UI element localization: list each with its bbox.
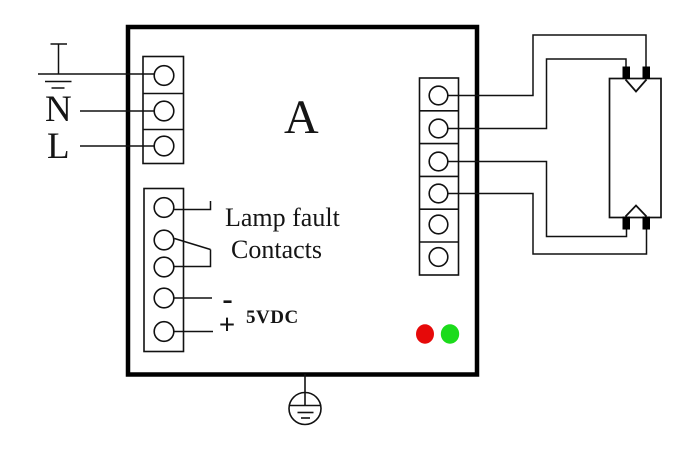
line-label: L bbox=[47, 126, 70, 167]
lamp-wire-2 bbox=[447, 58, 627, 130]
terminal-screw bbox=[153, 100, 175, 122]
terminal-screw bbox=[428, 151, 449, 172]
terminal-screw bbox=[153, 229, 175, 251]
terminal-screw bbox=[153, 287, 175, 309]
lamp-wire-3 bbox=[447, 160, 628, 238]
relay-contact-icon bbox=[174, 201, 212, 268]
mains-terminal-block bbox=[142, 55, 185, 165]
lamp-pin bbox=[622, 66, 630, 79]
neutral-label: N bbox=[45, 89, 72, 130]
lamp-fault-label: Lamp fault bbox=[225, 203, 340, 232]
lamp-pin bbox=[642, 216, 650, 230]
fluorescent-lamp-icon bbox=[608, 66, 662, 230]
terminal-screw bbox=[153, 196, 175, 219]
lamp-pin bbox=[642, 66, 650, 79]
control-unit-box bbox=[125, 24, 480, 377]
minus-symbol: - bbox=[222, 281, 233, 316]
lamp-filament-top bbox=[624, 78, 648, 93]
protective-earth-icon bbox=[288, 374, 322, 426]
terminal-screw bbox=[428, 85, 449, 106]
lamp-pin bbox=[622, 216, 630, 230]
terminal-screw bbox=[153, 64, 175, 87]
lamp-filament-bottom bbox=[624, 204, 648, 218]
terminal-screw bbox=[428, 246, 449, 268]
supply-voltage-label: 5VDC bbox=[246, 307, 299, 328]
terminal-screw bbox=[153, 320, 175, 343]
lamp-wire-1 bbox=[447, 34, 647, 97]
contacts-label: Contacts bbox=[231, 235, 322, 264]
lamp-terminal-block bbox=[418, 77, 460, 276]
signal-terminal-block bbox=[143, 187, 185, 353]
terminal-screw bbox=[153, 256, 175, 278]
module-label: A bbox=[284, 91, 319, 144]
plus-symbol: + bbox=[218, 309, 236, 341]
green-led bbox=[440, 324, 460, 344]
terminal-screw bbox=[428, 214, 449, 235]
red-led bbox=[416, 324, 434, 344]
terminal-screw bbox=[428, 118, 449, 139]
terminal-screw bbox=[153, 135, 175, 157]
terminal-screw bbox=[428, 183, 449, 204]
lamp-wire-4 bbox=[447, 192, 648, 255]
earth-ground-icon bbox=[45, 43, 72, 89]
